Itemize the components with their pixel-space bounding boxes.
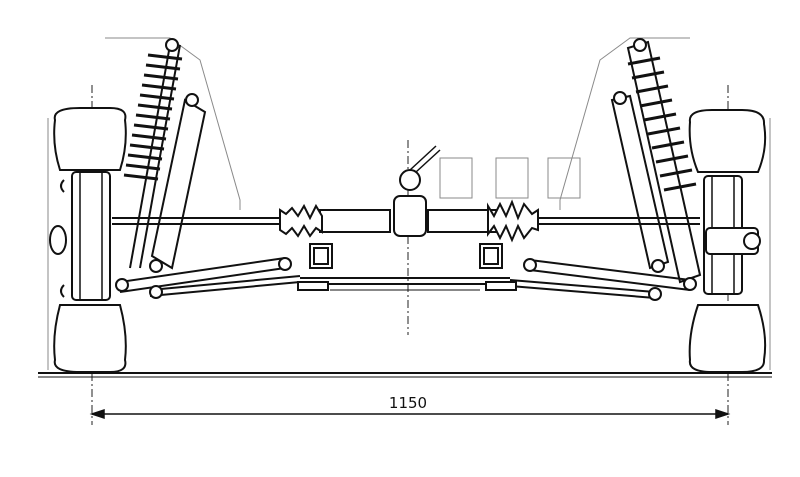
right-coilover xyxy=(610,38,702,284)
steering-rack xyxy=(112,145,700,243)
right-spring-coils xyxy=(627,56,697,192)
left-coilover xyxy=(123,38,207,273)
track-dimension-label: 1150 xyxy=(389,394,427,412)
track-dimension: 1150 xyxy=(89,394,731,420)
left-wheel xyxy=(49,107,127,373)
crossmember xyxy=(297,243,517,291)
left-spring-coils xyxy=(123,53,183,181)
left-lower-wishbone xyxy=(115,257,301,299)
ground-line xyxy=(38,372,772,378)
right-wheel xyxy=(688,109,767,373)
right-lower-wishbone xyxy=(509,258,697,301)
body-outline xyxy=(47,37,771,370)
